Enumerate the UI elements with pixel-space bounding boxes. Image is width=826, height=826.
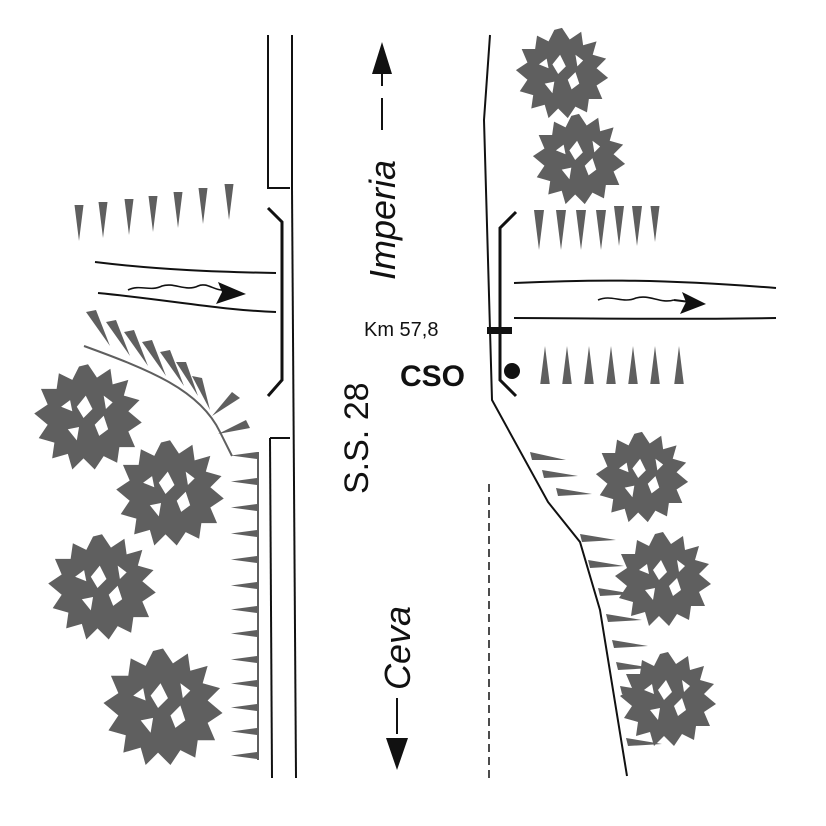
site-dot-icon: [504, 363, 520, 379]
tree-icon: [595, 431, 689, 523]
site-code-label: CSO: [400, 360, 465, 393]
bridge-parapet-left: [266, 206, 284, 397]
arrow-down-icon: [386, 698, 408, 770]
stream-flow-arrow-icon: [216, 282, 246, 304]
tree-icon: [103, 648, 223, 766]
tree-icon: [116, 440, 224, 546]
stream-flow-arrow-icon: [680, 292, 706, 314]
km-marker: [487, 327, 512, 334]
stream-left: [94, 261, 277, 313]
kilometer-label: Km 57,8: [364, 319, 438, 341]
bank-slope-ticks: [74, 184, 684, 760]
south-destination-label: Ceva: [377, 606, 418, 690]
stream-right: [513, 279, 777, 320]
road-right-edge: [482, 34, 628, 777]
tree-icon: [48, 534, 156, 640]
tree-icon: [34, 364, 142, 470]
road-name-label: S.S. 28: [338, 382, 376, 494]
arrow-up-icon: [372, 42, 392, 130]
road-left-edge: [267, 35, 297, 779]
tree-icon: [515, 27, 609, 119]
tree-icon: [532, 113, 626, 205]
bridge-parapet-right: [498, 210, 518, 398]
north-destination-label: Imperia: [362, 160, 403, 280]
tree-icon: [615, 532, 711, 626]
